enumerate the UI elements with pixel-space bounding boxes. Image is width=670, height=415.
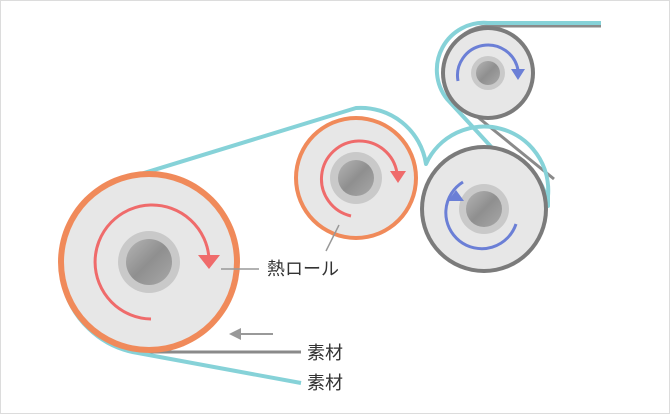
rotation-arrow-icon: [456, 43, 520, 82]
rotation-arrow-icon: [93, 203, 211, 321]
label-material-bottom: 素材: [307, 373, 343, 393]
large-heat-roll: [58, 171, 240, 353]
leader-line-small-roll: [325, 224, 340, 252]
top-cold-roll: [441, 26, 535, 120]
feed-direction-arrow-icon: [229, 328, 273, 340]
label-heat-roll: 熱ロール: [267, 259, 339, 279]
lower-cold-roll: [420, 145, 548, 273]
label-material-top: 素材: [307, 343, 343, 363]
rotation-arrow-icon: [444, 180, 518, 251]
rotation-arrowhead-icon: [198, 255, 220, 269]
small-heat-roll: [294, 116, 418, 240]
rotation-arrowhead-icon: [390, 171, 406, 183]
rotation-arrowhead-icon: [448, 190, 464, 201]
rotation-arrowhead-icon: [511, 69, 525, 80]
rotation-arrow-icon: [319, 139, 399, 218]
